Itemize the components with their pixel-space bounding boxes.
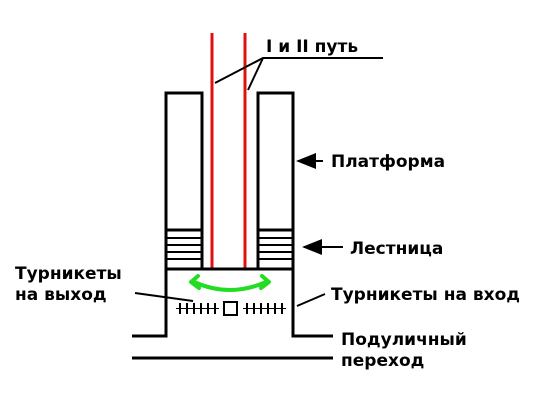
- passenger-flow-arrow: [189, 274, 271, 292]
- right-stairs: [258, 228, 293, 260]
- left-stairs: [166, 228, 202, 260]
- turnstiles-exit-label: Турникеты на выход: [15, 264, 122, 305]
- underpass-label: Подуличный переход: [341, 330, 467, 371]
- stairs-label: Лестница: [350, 239, 444, 259]
- platform-label: Платформа: [331, 152, 446, 172]
- hall-outline-right: [291, 269, 333, 338]
- turnstiles-entry-label: Турникеты на вход: [331, 285, 520, 305]
- tracks-label: I и II путь: [266, 37, 359, 57]
- hall-outline: [132, 269, 168, 338]
- turnstiles-row: [176, 303, 286, 314]
- booth: [223, 301, 238, 316]
- left-platform: [164, 91, 204, 271]
- right-platform: [256, 91, 295, 271]
- leader-lines: [134, 57, 383, 307]
